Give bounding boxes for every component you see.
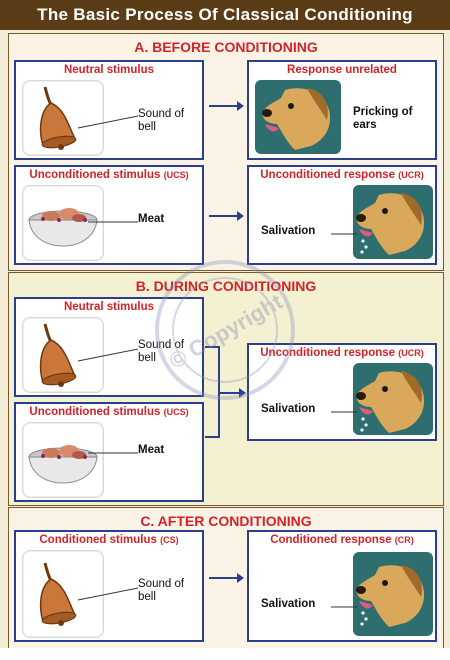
pointer-line [77,587,139,601]
neutral-stimulus-label-during: Neutral stimulus [63,301,155,313]
pointer-line [331,606,357,608]
ucr-label-before: Unconditioned response (UCR) [249,169,435,181]
bell-image-panel [22,550,104,638]
dog-image-panel [353,185,433,259]
arrow-right-icon [209,101,244,111]
section-during-conditioning: B. DURING CONDITIONING Neutral stimulus … [8,272,444,506]
cs-label: Conditioned stimulus (CS) [16,534,202,546]
dog-image-panel [353,363,433,435]
ucr-desc-before: Salivation [261,225,316,237]
ucs-tag: (UCS) [163,170,189,180]
bell-image-panel [22,317,104,393]
dog-head-icon [356,371,425,433]
pointer-line [331,233,357,235]
cr-desc: Salivation [261,598,316,610]
poster-title: The Basic Process Of Classical Condition… [0,0,450,30]
cr-box: Conditioned response (CR) Salivation [247,530,437,642]
cs-desc: Sound of bell [138,578,185,603]
ucr-tag: (UCR) [398,170,424,180]
section-heading-during: B. DURING CONDITIONING [135,278,317,294]
ucr-label-during: Unconditioned response (UCR) [249,347,435,359]
ucr-desc-during: Salivation [261,403,316,415]
bell-icon [39,562,77,626]
response-unrelated-desc: Pricking of ears [353,106,413,131]
cr-label-text: Conditioned response [270,534,392,546]
ucs-label-during: Unconditioned stimulus (UCS) [16,406,202,418]
dog-image-panel [353,552,433,636]
cs-tag: (CS) [160,535,179,545]
ucs-desc-during: Meat [138,444,165,456]
meat-bowl-icon [28,208,98,247]
arrow-right-icon [209,211,244,221]
ucs-tag: (UCS) [163,407,189,417]
pointer-line [77,348,139,362]
pointer-line [88,221,138,223]
cr-tag: (CR) [394,535,414,545]
combined-arrow-icon [205,346,246,438]
meat-image-panel [22,185,104,261]
footer-strip [0,648,450,660]
bell-image-panel [22,80,104,156]
cr-label: Conditioned response (CR) [249,534,435,546]
section-before-conditioning: A. BEFORE CONDITIONING Neutral stimulus … [8,33,444,271]
dog-head-icon [356,565,425,627]
meat-image-panel [22,422,104,498]
ucr-tag: (UCR) [398,348,424,358]
neutral-stimulus-desc-during: Sound of bell [138,339,185,364]
arrow-right-icon [209,573,244,583]
section-heading-after: C. AFTER CONDITIONING [140,513,312,529]
ucs-label-text: Unconditioned stimulus [29,406,161,418]
meat-bowl-icon [28,445,98,484]
ucr-box-before: Unconditioned response (UCR) Salivation [247,165,437,265]
neutral-stimulus-box: Neutral stimulus Sound of bell [14,60,204,160]
dog-head-icon [262,88,331,150]
ucs-box-during: Unconditioned stimulus (UCS) Meat [14,402,204,502]
ucs-label-text: Unconditioned stimulus [29,169,161,181]
neutral-stimulus-label: Neutral stimulus [63,64,155,76]
ucr-label-text: Unconditioned response [260,169,396,181]
ucr-label-text: Unconditioned response [260,347,396,359]
response-unrelated-label: Response unrelated [287,64,397,76]
ucr-box-during: Unconditioned response (UCR) Salivation [247,343,437,441]
bell-icon [39,323,77,387]
pointer-line [331,411,357,413]
cs-label-text: Conditioned stimulus [39,534,157,546]
dog-image-panel [255,80,341,154]
response-unrelated-box: Response unrelated Pricking of ears [247,60,437,160]
neutral-stimulus-box-during: Neutral stimulus Sound of bell [14,297,204,397]
cs-box: Conditioned stimulus (CS) Sound of bell [14,530,204,642]
section-heading-before: A. BEFORE CONDITIONING [134,39,318,55]
ucs-box-before: Unconditioned stimulus (UCS) Meat [14,165,204,265]
section-after-conditioning: C. AFTER CONDITIONING Conditioned stimul… [8,507,444,649]
dog-head-icon [356,193,425,255]
ucs-desc-before: Meat [138,213,165,225]
bell-icon [39,86,77,150]
pointer-line [77,115,139,129]
ucs-label-before: Unconditioned stimulus (UCS) [16,169,202,181]
pointer-line [88,452,138,454]
neutral-stimulus-desc: Sound of bell [138,108,185,133]
